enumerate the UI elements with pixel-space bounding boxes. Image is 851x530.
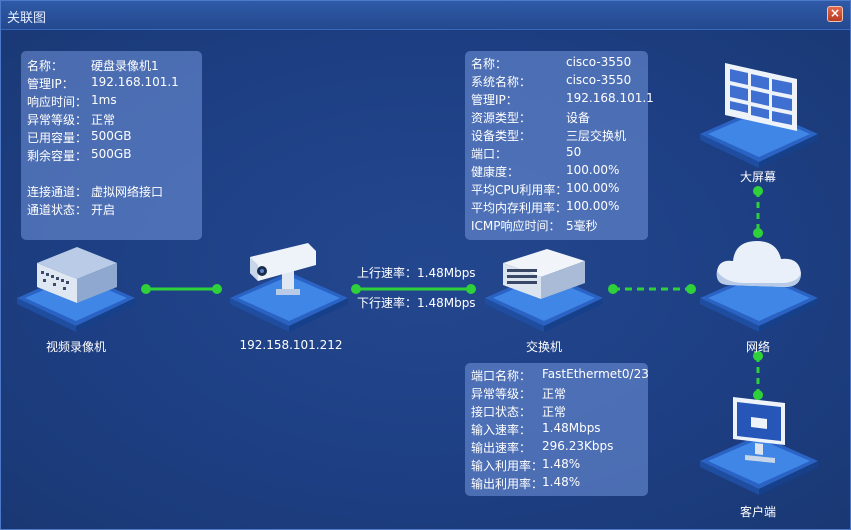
switch-info-panel: 名称：cisco-3550 系统名称：cisco-3550 管理IP：192.1… (465, 51, 654, 240)
node-label-network: 网络 (745, 340, 770, 354)
uplink-rate-label: 上行速率：1.48Mbps (357, 266, 476, 280)
window-title: 关联图 (7, 11, 47, 26)
title-bar: 关联图 × (1, 1, 850, 30)
node-label-switch: 交换机 (525, 340, 562, 354)
node-label-screen: 大屏幕 (739, 170, 776, 184)
client-monitor-icon[interactable] (729, 393, 789, 465)
downlink-rate-label: 下行速率：1.48Mbps (357, 296, 476, 310)
switch-icon[interactable] (499, 245, 589, 305)
platform-camera (230, 272, 348, 332)
node-label-camera: 192.158.101.212 (239, 338, 343, 352)
close-button[interactable]: × (827, 6, 843, 22)
node-label-dvr: 视频录像机 (45, 340, 106, 354)
platform-client (700, 435, 818, 495)
port-info-panel: 端口名称：FastEthermet0/23 异常等级：正常 接口状态：正常 输入… (465, 363, 649, 496)
video-wall-icon[interactable] (721, 57, 801, 137)
dvr-info-panel: 名称：硬盘录像机1 管理IP：192.168.101.1 响应时间：1ms 异常… (21, 51, 202, 240)
camera-icon[interactable] (246, 239, 326, 301)
cloud-icon[interactable] (715, 233, 803, 299)
dvr-icon[interactable] (31, 241, 123, 311)
node-label-client: 客户端 (739, 505, 776, 519)
close-icon: × (829, 6, 841, 20)
